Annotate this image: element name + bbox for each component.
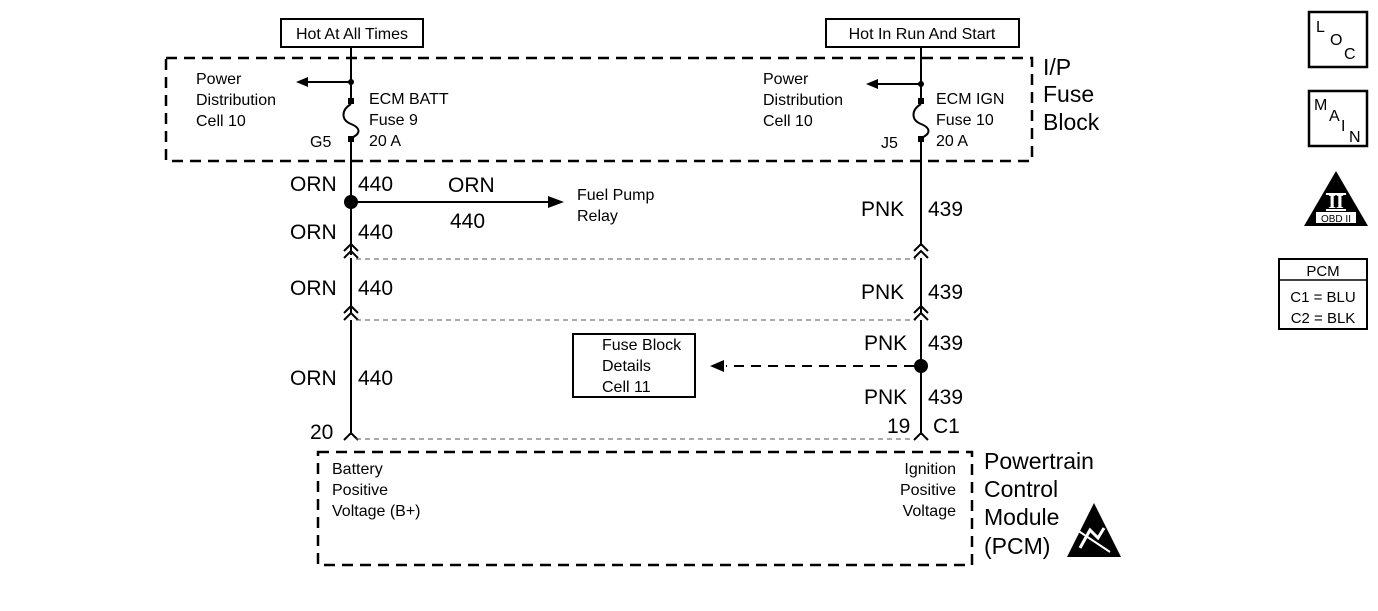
right-connector-2 — [913, 304, 929, 321]
fuse-block-label-3: Block — [1043, 109, 1100, 135]
pcm-name-1: Powertrain — [984, 448, 1094, 474]
pcm-pin-20: 20 — [310, 421, 333, 444]
svg-text:C: C — [1344, 46, 1356, 63]
g5-pin-label: G5 — [310, 134, 331, 151]
svg-text:II: II — [1328, 191, 1344, 213]
left-fuse-rating: 20 A — [369, 133, 401, 150]
left-wire-circuit-4: 440 — [358, 367, 393, 390]
ecm-ign-label: ECM IGN — [936, 91, 1004, 108]
pcm-pin-19: 19 — [887, 415, 910, 438]
pcm-outline — [316, 450, 974, 567]
pcm-name-2: Control — [984, 476, 1058, 502]
hot-at-all-times-box: Hot At All Times — [280, 18, 424, 48]
obd-ii-icon[interactable]: II OBD II — [1304, 171, 1368, 226]
main-icon[interactable]: M A I N — [1307, 89, 1369, 148]
ignition-input-3: Voltage — [903, 503, 956, 520]
left-ref-line-2: Distribution — [196, 92, 276, 109]
right-wire-color-1: PNK — [861, 198, 904, 221]
left-wire-color-4: ORN — [290, 367, 337, 390]
svg-text:C2 = BLK: C2 = BLK — [1291, 310, 1356, 327]
fuse-details-line-2: Details — [602, 358, 651, 375]
right-fuse-rating: 20 A — [936, 133, 968, 150]
hot-at-all-times-label: Hot At All Times — [296, 26, 408, 43]
fuel-pump-wire-color: ORN — [448, 174, 495, 197]
right-wire-color-3: PNK — [864, 332, 907, 355]
hot-in-run-and-start-box: Hot In Run And Start — [825, 18, 1020, 48]
left-wire-circuit-2: 440 — [358, 221, 393, 244]
left-ref-line-3: Cell 10 — [196, 113, 246, 130]
loc-icon[interactable]: L O C — [1307, 10, 1369, 69]
ecm-batt-fuse-icon — [342, 103, 360, 139]
right-wire-circuit-3: 439 — [928, 332, 963, 355]
svg-text:L: L — [1316, 19, 1325, 36]
pcm-name-4: (PCM) — [984, 533, 1050, 559]
battery-input-3: Voltage (B+) — [332, 503, 421, 520]
fuel-pump-arrow — [548, 196, 564, 208]
fuel-pump-label-1: Fuel Pump — [577, 187, 654, 204]
j5-pin-label: J5 — [881, 135, 898, 152]
pcm-name-3: Module — [984, 504, 1059, 530]
svg-text:OBD II: OBD II — [1321, 214, 1351, 225]
left-pcm-terminal — [343, 431, 359, 441]
esd-warning-icon — [1067, 503, 1121, 557]
right-ref-line-3: Cell 10 — [763, 113, 813, 130]
right-wire-color-2: PNK — [861, 281, 904, 304]
fuse-9-label: Fuse 9 — [369, 112, 418, 129]
fuse-block-label-2: Fuse — [1043, 81, 1094, 107]
right-wire-circuit-4: 439 — [928, 386, 963, 409]
right-ref-line-1: Power — [763, 71, 809, 88]
right-wire-circuit-2: 439 — [928, 281, 963, 304]
svg-text:C1 = BLU: C1 = BLU — [1290, 289, 1355, 306]
battery-input-2: Positive — [332, 482, 388, 499]
svg-text:A: A — [1329, 108, 1340, 125]
left-connector-2 — [343, 304, 359, 321]
left-power-dist-arrow — [296, 77, 308, 87]
ignition-input-1: Ignition — [904, 461, 956, 478]
fuse-block-details-box: Fuse Block Details Cell 11 — [572, 333, 696, 398]
fuse-details-line-1: Fuse Block — [602, 337, 682, 354]
right-power-dist-arrow — [866, 79, 878, 89]
ecm-batt-label: ECM BATT — [369, 91, 449, 108]
ignition-input-2: Positive — [900, 482, 956, 499]
svg-text:O: O — [1330, 32, 1342, 49]
fuse-details-arrow — [710, 360, 724, 372]
svg-text:M: M — [1314, 97, 1327, 114]
right-ref-line-2: Distribution — [763, 92, 843, 109]
left-wire-color-3: ORN — [290, 277, 337, 300]
svg-text:PCM: PCM — [1306, 263, 1339, 280]
right-wire-circuit-1: 439 — [928, 198, 963, 221]
left-wire-color-1: ORN — [290, 173, 337, 196]
right-connector-1 — [913, 242, 929, 259]
fuse-10-label: Fuse 10 — [936, 112, 994, 129]
svg-text:I: I — [1341, 118, 1345, 135]
left-ref-line-1: Power — [196, 71, 242, 88]
svg-text:N: N — [1349, 129, 1361, 146]
fuel-pump-label-2: Relay — [577, 208, 618, 225]
fuel-pump-wire-circuit: 440 — [450, 210, 485, 233]
pcm-connector-key: PCM C1 = BLU C2 = BLK — [1278, 258, 1368, 330]
battery-input-1: Battery — [332, 461, 383, 478]
fuse-block-label-1: I/P — [1043, 54, 1071, 80]
right-pcm-terminal — [913, 431, 929, 441]
fuse-details-line-3: Cell 11 — [602, 379, 651, 396]
ip-fuse-block-outline — [164, 56, 1034, 163]
ecm-ign-fuse-icon — [912, 103, 930, 139]
pcm-connector-c1: C1 — [933, 415, 960, 438]
right-fuse-circuit — [866, 47, 930, 246]
left-wire-circuit-1: 440 — [358, 173, 393, 196]
left-wire-circuit-3: 440 — [358, 277, 393, 300]
right-splice-dot — [914, 359, 928, 373]
left-connector-1 — [343, 242, 359, 259]
left-wire-color-2: ORN — [290, 221, 337, 244]
hot-in-run-label: Hot In Run And Start — [849, 26, 996, 43]
right-wire-color-4: PNK — [864, 386, 907, 409]
